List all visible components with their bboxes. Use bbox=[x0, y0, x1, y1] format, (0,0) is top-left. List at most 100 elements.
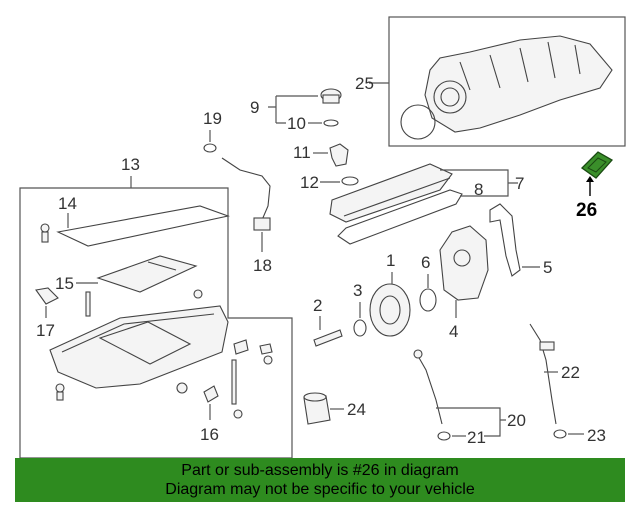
baffle-rib bbox=[147, 261, 177, 271]
banner-line-1: Part or sub-assembly is #26 in diagram bbox=[181, 462, 459, 479]
callout-20: 20 bbox=[507, 411, 526, 430]
seal-ring bbox=[176, 382, 188, 394]
dipstick-tube-seal[interactable] bbox=[203, 143, 217, 153]
oil-pan-sump bbox=[98, 321, 192, 365]
callout-3: 3 bbox=[353, 281, 362, 300]
tube-bracket bbox=[539, 341, 555, 351]
pcv-valve[interactable] bbox=[329, 143, 349, 167]
callout-13: 13 bbox=[121, 155, 140, 174]
dipstick-tube[interactable] bbox=[221, 157, 271, 221]
bolt-a-shank bbox=[41, 231, 49, 243]
oil-cap-seal[interactable] bbox=[323, 119, 339, 127]
long-bolt bbox=[231, 359, 237, 405]
callout-18: 18 bbox=[253, 256, 272, 275]
front-cover-seal[interactable] bbox=[419, 288, 437, 312]
intake-manifold-gasket-26[interactable] bbox=[580, 151, 614, 179]
cover-gasket-group: 5 bbox=[489, 203, 552, 277]
callout-10: 10 bbox=[287, 114, 306, 133]
tube-seal[interactable] bbox=[553, 429, 567, 439]
pan-fitting bbox=[259, 343, 273, 355]
dipstick-handle bbox=[413, 349, 423, 359]
callout-7: 7 bbox=[515, 174, 524, 193]
throttle-body-opening bbox=[433, 80, 467, 114]
callout-11: 11 bbox=[293, 143, 311, 162]
oil-pan-flange bbox=[61, 313, 215, 353]
intake-manifold[interactable] bbox=[424, 35, 613, 133]
oil-pan-frame bbox=[19, 187, 293, 458]
info-banner: Part or sub-assembly is #26 in diagram D… bbox=[15, 458, 625, 502]
intake-runners bbox=[459, 41, 581, 91]
front-cover-gasket[interactable] bbox=[489, 203, 521, 277]
callout-6: 6 bbox=[421, 253, 430, 272]
callout-5: 5 bbox=[543, 258, 552, 277]
banner-line-2: Diagram may not be specific to your vehi… bbox=[165, 481, 475, 498]
callout-9: 9 bbox=[250, 98, 259, 117]
pcv-group: 11 12 bbox=[293, 143, 359, 192]
oil-pan-group: 13 14 15 17 16 bbox=[19, 155, 293, 458]
callout-19: 19 bbox=[203, 109, 222, 128]
callout-15: 15 bbox=[55, 274, 74, 293]
oil-pan[interactable] bbox=[49, 305, 229, 389]
callout-12: 12 bbox=[300, 173, 319, 192]
callout-24: 24 bbox=[347, 400, 366, 419]
callout-14: 14 bbox=[58, 194, 77, 213]
pan-bracket bbox=[233, 339, 249, 355]
intake-manifold-group: 25 bbox=[355, 16, 626, 147]
front-cover-hole bbox=[453, 249, 471, 267]
bolt-a bbox=[40, 223, 50, 233]
tube-group: 22 23 bbox=[529, 323, 606, 445]
oil-filter-top bbox=[303, 392, 327, 402]
balancer-bolt[interactable] bbox=[313, 329, 343, 347]
leader-20-21 bbox=[436, 407, 506, 437]
oil-pan-gasket-upper[interactable] bbox=[56, 205, 231, 247]
front-cover-group: 6 4 bbox=[419, 225, 489, 341]
oil-level-sensor[interactable] bbox=[203, 385, 219, 403]
callout-2: 2 bbox=[313, 296, 322, 315]
callout-16: 16 bbox=[200, 425, 219, 444]
callout-1: 1 bbox=[386, 251, 395, 270]
drain-plug-shank bbox=[56, 391, 64, 401]
balancer-hub bbox=[379, 295, 401, 325]
callout-23: 23 bbox=[587, 426, 606, 445]
parts-diagram: 25 26 9 10 11 12 7 8 19 bbox=[19, 16, 626, 458]
item-26-group: 26 bbox=[576, 151, 614, 221]
callout-4: 4 bbox=[449, 322, 458, 341]
dipstick-seal[interactable] bbox=[437, 431, 451, 441]
callout-26: 26 bbox=[576, 200, 597, 221]
gasket-26-inner bbox=[587, 157, 607, 173]
dipstick-tube-group: 19 18 bbox=[203, 109, 272, 275]
balancer-washer[interactable] bbox=[353, 319, 367, 337]
oil-level-tube[interactable] bbox=[529, 323, 557, 425]
intake-manifold-frame bbox=[388, 16, 626, 147]
callout-8: 8 bbox=[474, 180, 483, 199]
callout-22: 22 bbox=[561, 363, 580, 382]
drain-plug-top bbox=[193, 289, 203, 299]
oil-fill-cap-body bbox=[322, 94, 340, 104]
dipstick-tube-bracket bbox=[253, 217, 271, 231]
valve-cover[interactable] bbox=[329, 163, 453, 223]
oil-dipstick[interactable] bbox=[417, 355, 443, 425]
oil-temp-sensor[interactable] bbox=[35, 287, 59, 305]
balancer-group: 2 3 1 bbox=[313, 251, 411, 347]
drain-plug bbox=[55, 383, 65, 393]
throttle-gasket[interactable] bbox=[400, 104, 436, 140]
callout-17: 17 bbox=[36, 321, 55, 340]
stud bbox=[85, 291, 91, 317]
engine-front-cover[interactable] bbox=[439, 225, 489, 301]
oil-filter-group: 24 bbox=[303, 392, 366, 425]
valve-cover-gasket[interactable] bbox=[337, 189, 463, 245]
dipstick-group: 20 21 bbox=[413, 349, 526, 447]
callout-21: 21 bbox=[467, 428, 486, 447]
oil-pan-baffle[interactable] bbox=[96, 255, 198, 293]
harmonic-balancer[interactable] bbox=[369, 283, 411, 337]
valve-cover-group: 7 8 bbox=[329, 163, 524, 245]
bolt-b bbox=[233, 409, 243, 419]
leader-7-8 bbox=[440, 169, 518, 197]
pcv-grommet[interactable] bbox=[341, 176, 359, 186]
throttle-bore bbox=[440, 87, 460, 107]
leader-9 bbox=[268, 95, 318, 124]
callout-25: 25 bbox=[355, 74, 374, 93]
bolt-c bbox=[263, 355, 273, 365]
oil-cap-group: 9 10 bbox=[250, 88, 342, 133]
valve-cover-rib bbox=[343, 177, 451, 217]
